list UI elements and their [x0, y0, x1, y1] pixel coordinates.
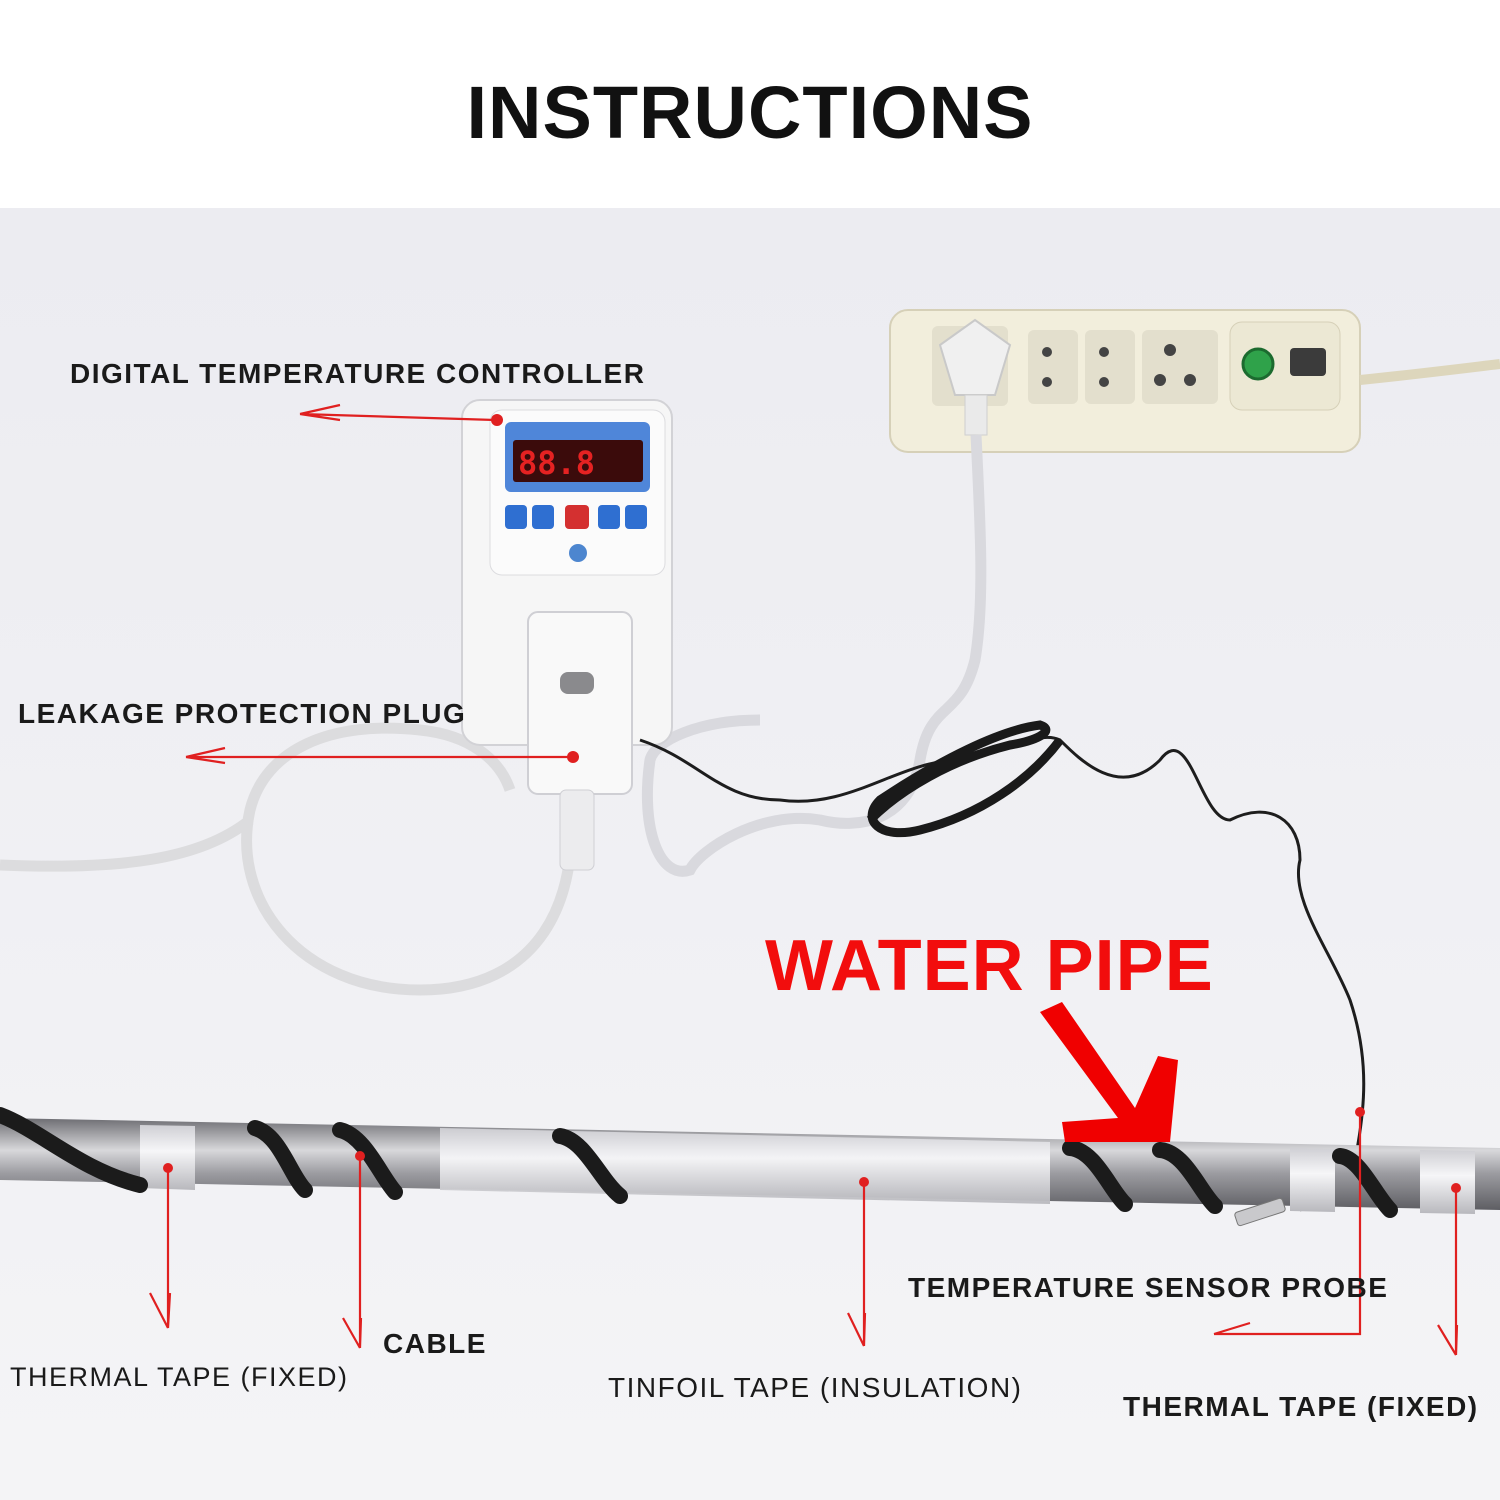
power-strip [889, 309, 1500, 453]
leader-controller [299, 403, 496, 422]
leader-cable [342, 1156, 363, 1349]
label-tinfoil-tape: TINFOIL TAPE (INSULATION) [608, 1372, 1023, 1403]
leader-tape-right [1437, 1188, 1459, 1356]
page-title: INSTRUCTIONS [466, 71, 1034, 154]
annotation-dots [163, 414, 1461, 1193]
svg-text:88.8: 88.8 [518, 444, 595, 482]
power-cord [641, 434, 987, 877]
label-leakage-plug: LEAKAGE PROTECTION PLUG [18, 698, 467, 729]
coiled-wire [866, 720, 1064, 838]
label-controller: DIGITAL TEMPERATURE CONTROLLER [70, 358, 646, 389]
annotation-lines [149, 403, 1459, 1356]
sensor-wire [639, 735, 1366, 1212]
label-thermal-tape-left: THERMAL TAPE (FIXED) [10, 1362, 349, 1392]
leader-tape-left [149, 1168, 172, 1329]
temperature-controller: 88.8 [461, 399, 673, 871]
leader-tinfoil [847, 1182, 867, 1347]
plug-cord-loop [0, 722, 577, 996]
label-sensor-probe: TEMPERATURE SENSOR PROBE [908, 1272, 1389, 1303]
leader-leakage [185, 746, 573, 765]
label-water-pipe: WATER PIPE [765, 926, 1214, 1006]
label-thermal-tape-right: THERMAL TAPE (FIXED) [1123, 1391, 1479, 1422]
water-pipe-arrow [1040, 1002, 1178, 1142]
leader-sensor [1213, 1112, 1362, 1336]
label-cable: CABLE [383, 1328, 487, 1359]
